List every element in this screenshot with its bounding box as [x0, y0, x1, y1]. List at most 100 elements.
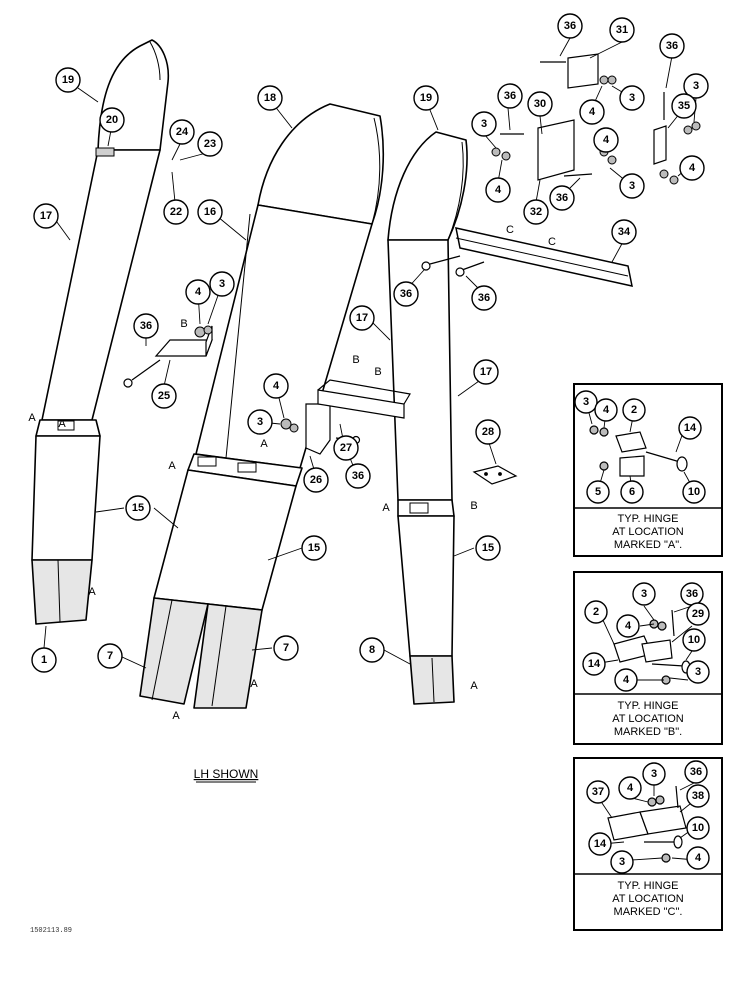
marker-c-1: C: [506, 224, 514, 236]
drawing-code: 1502113.89: [30, 927, 72, 935]
callout-31: 31: [616, 24, 628, 36]
lh-shown-caption: LH SHOWN: [194, 767, 259, 781]
upper-hardware: [421, 53, 667, 277]
hinge-b-caption-line-3: MARKED "B".: [614, 726, 682, 738]
location-marker-labels: A A A A A A A A A B B B B C C: [28, 224, 556, 722]
callout-17-left: 17: [40, 210, 52, 222]
hinge-a-callout-4: 4: [603, 404, 610, 416]
callout-26: 26: [310, 474, 322, 486]
callout-28: 28: [482, 426, 494, 438]
callout-7-right: 7: [283, 642, 289, 654]
hinge-a-callout-6: 6: [629, 486, 635, 498]
callout-4-b: 4: [273, 380, 280, 392]
marker-a-1: A: [28, 412, 36, 424]
callout-19-left: 19: [62, 74, 74, 86]
marker-b-2: B: [352, 354, 359, 366]
hinge-c-callout-38: 38: [692, 790, 704, 802]
callout-36-e: 36: [504, 90, 516, 102]
marker-a-4: A: [260, 438, 268, 450]
marker-a-3: A: [168, 460, 176, 472]
hinge-a-callout-3: 3: [583, 396, 589, 408]
hinge-c-callout-4-top: 4: [627, 782, 634, 794]
hinge-c-callout-3-bottom: 3: [619, 856, 625, 868]
callout-17-mid: 17: [356, 312, 368, 324]
callout-19-right: 19: [420, 92, 432, 104]
hinge-panel-a: 3 4 2 14 5 6 10 TYP. HINGE AT LOCATION M…: [573, 383, 723, 557]
hinge-b-caption-line-2: AT LOCATION: [612, 713, 684, 725]
callout-16: 16: [204, 206, 216, 218]
hinge-c-callout-36: 36: [690, 766, 702, 778]
hinge-b-callout-4-top: 4: [625, 620, 632, 632]
callout-3-c: 3: [481, 118, 487, 130]
hinge-c-callout-14: 14: [594, 838, 607, 850]
callout-36-c: 36: [400, 288, 412, 300]
callout-25: 25: [158, 390, 170, 402]
callout-36-f: 36: [556, 192, 568, 204]
callout-17-right: 17: [480, 366, 492, 378]
hinge-a-middle-panel-2: [237, 462, 257, 473]
hinge-c-callout-10: 10: [692, 822, 704, 834]
callout-8: 8: [369, 644, 375, 656]
callout-35: 35: [678, 100, 690, 112]
marker-a-8: A: [470, 680, 478, 692]
callout-36-b: 36: [352, 470, 364, 482]
hinge-b-callout-14: 14: [588, 658, 601, 670]
callout-23: 23: [204, 138, 216, 150]
hinge-a-callout-5: 5: [595, 486, 601, 498]
nut-washer-3-4-left: [194, 325, 213, 338]
callout-15-left: 15: [132, 502, 144, 514]
hinge-c-caption-line-2: AT LOCATION: [612, 893, 684, 905]
callout-4-c: 4: [495, 184, 502, 196]
hinge-c-callout-3-top: 3: [651, 768, 657, 780]
callout-36-g: 36: [564, 20, 576, 32]
callout-labels: 19 20 24 23 22 17 18 16 4 3 36 25 4 3 26…: [40, 20, 699, 666]
hinge-b-callout-36: 36: [686, 588, 698, 600]
callout-36-d: 36: [478, 292, 490, 304]
callout-24: 24: [176, 126, 189, 138]
callout-15-mid: 15: [308, 542, 320, 554]
bolt-36-left: [123, 359, 161, 388]
upper-nuts-washers: [491, 75, 701, 185]
hinge-b-callout-3-bottom: 3: [695, 666, 701, 678]
hinge-a-middle-panel-1: [197, 456, 217, 467]
callout-4-a: 4: [195, 286, 202, 298]
hinge-c-caption-line-1: TYP. HINGE: [618, 880, 679, 892]
left-panel-assembly: [31, 39, 170, 625]
callout-3-a: 3: [219, 278, 225, 290]
hinge-a-callout-2: 2: [631, 404, 637, 416]
hinge-b-callout-3-top: 3: [641, 588, 647, 600]
hinge-a-right-panel: [409, 502, 429, 514]
hinge-panel-b: 3 36 4 29 2 10 14 3 4 TYP. HINGE AT LOCA…: [573, 571, 723, 745]
nut-washer-3-4-middle: [280, 418, 299, 433]
callout-15-right: 15: [482, 542, 494, 554]
marker-a-9: A: [58, 418, 66, 430]
bracket-26: [305, 403, 331, 455]
callout-22: 22: [170, 206, 182, 218]
hinge-a-left-panel: [57, 420, 75, 431]
callout-30: 30: [534, 98, 546, 110]
callout-3-f: 3: [629, 180, 635, 192]
marker-a-5: A: [172, 710, 180, 722]
hinge-panel-c: 3 36 37 4 38 10 14 3 4 TYP. HINGE AT LOC…: [573, 757, 723, 931]
hinge-b-callout-2: 2: [593, 606, 599, 618]
hinge-b-callout-4-bottom: 4: [623, 674, 630, 686]
marker-b-3: B: [374, 366, 381, 378]
callout-36-a: 36: [140, 320, 152, 332]
callout-3-d: 3: [629, 92, 635, 104]
marker-c-2: C: [548, 236, 556, 248]
rail-34: [455, 227, 633, 287]
callout-4-d: 4: [589, 106, 596, 118]
marker-b-4: B: [470, 500, 477, 512]
hinge-plate-28: [472, 465, 518, 485]
hinge-c-caption-line-3: MARKED "C".: [614, 906, 683, 918]
hinge-a-callout-10: 10: [688, 486, 700, 498]
callout-36-h: 36: [666, 40, 678, 52]
hinge-b-callout-29: 29: [692, 608, 704, 620]
right-panel-assembly: [387, 131, 468, 705]
callout-32: 32: [530, 206, 542, 218]
bracket-25: [154, 325, 213, 357]
marker-a-6: A: [250, 678, 258, 690]
hinge-c-callout-4-bottom: 4: [695, 852, 702, 864]
callout-1: 1: [41, 654, 47, 666]
callout-34: 34: [618, 226, 631, 238]
